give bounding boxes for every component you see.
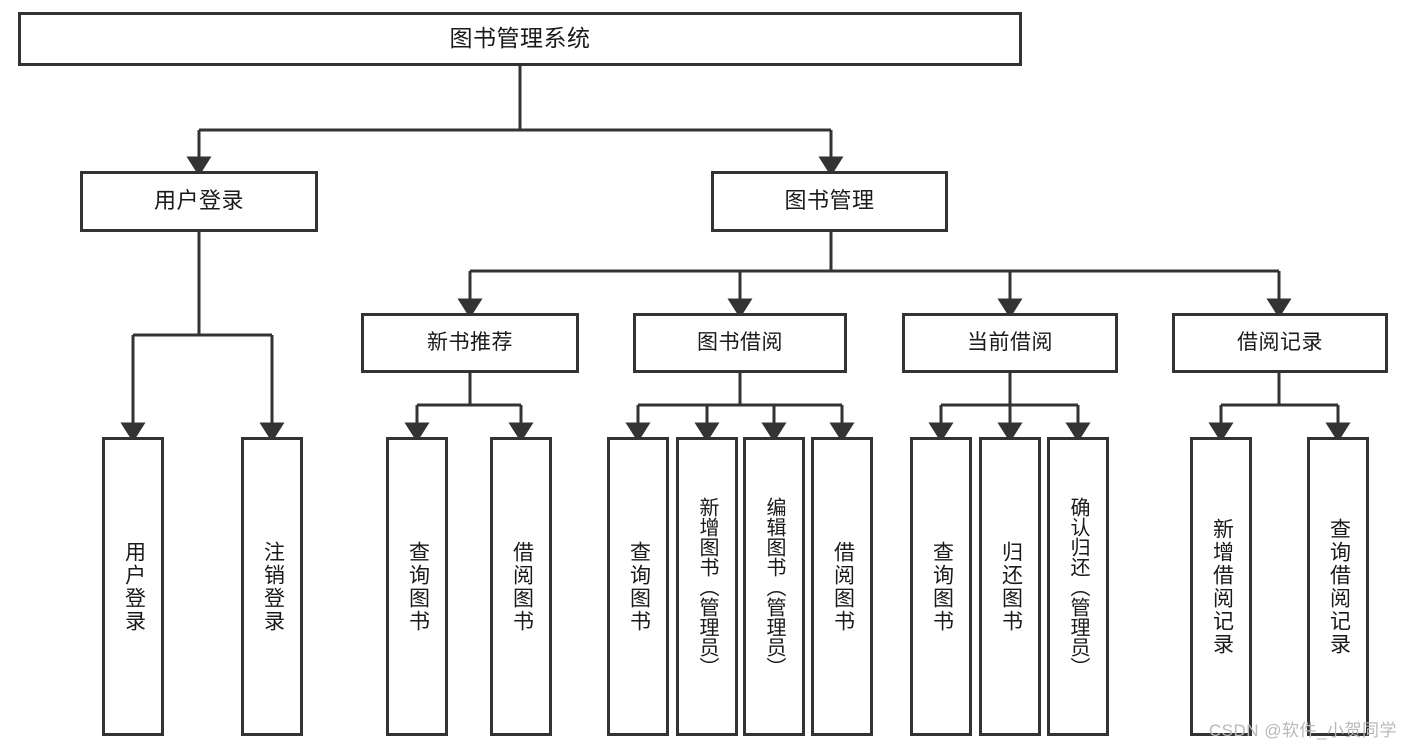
node-leaf-edit-book-label: 编辑图书（管理员） (763, 496, 785, 677)
node-book-borrow[interactable]: 图书借阅 (633, 313, 847, 373)
node-leaf-query-book-2[interactable]: 查询图书 (607, 437, 669, 736)
node-current-borrow[interactable]: 当前借阅 (902, 313, 1118, 373)
node-leaf-return-book[interactable]: 归还图书 (979, 437, 1041, 736)
node-root-label: 图书管理系统 (449, 25, 591, 52)
node-leaf-borrow-book-1[interactable]: 借阅图书 (490, 437, 552, 736)
node-new-book-recommend[interactable]: 新书推荐 (361, 313, 579, 373)
node-leaf-add-book[interactable]: 新增图书（管理员） (676, 437, 738, 736)
node-leaf-add-book-label: 新增图书（管理员） (696, 496, 718, 677)
node-leaf-user-login[interactable]: 用户登录 (102, 437, 164, 736)
node-leaf-query-record[interactable]: 查询借阅记录 (1307, 437, 1369, 736)
node-leaf-add-record-label: 新增借阅记录 (1210, 517, 1234, 656)
node-leaf-borrow-book-2-label: 借阅图书 (831, 540, 855, 633)
node-leaf-confirm-return[interactable]: 确认归还（管理员） (1047, 437, 1109, 736)
node-leaf-user-login-label: 用户登录 (122, 540, 146, 633)
node-leaf-query-record-label: 查询借阅记录 (1327, 517, 1351, 656)
node-leaf-query-book-3[interactable]: 查询图书 (910, 437, 972, 736)
node-book-borrow-label: 图书借阅 (697, 331, 783, 355)
node-borrow-record[interactable]: 借阅记录 (1172, 313, 1388, 373)
node-user-login[interactable]: 用户登录 (80, 171, 318, 232)
node-leaf-borrow-book-1-label: 借阅图书 (510, 540, 534, 633)
node-leaf-return-book-label: 归还图书 (999, 540, 1023, 633)
node-leaf-query-book-1-label: 查询图书 (406, 540, 430, 633)
node-leaf-logout[interactable]: 注销登录 (241, 437, 303, 736)
node-user-login-label: 用户登录 (153, 188, 244, 214)
node-root[interactable]: 图书管理系统 (18, 12, 1022, 66)
node-book-manage[interactable]: 图书管理 (711, 171, 948, 232)
node-leaf-edit-book[interactable]: 编辑图书（管理员） (743, 437, 805, 736)
node-leaf-query-book-3-label: 查询图书 (930, 540, 954, 633)
node-new-book-recommend-label: 新书推荐 (427, 331, 513, 355)
node-leaf-query-book-2-label: 查询图书 (627, 540, 651, 633)
node-leaf-add-record[interactable]: 新增借阅记录 (1190, 437, 1252, 736)
node-leaf-query-book-1[interactable]: 查询图书 (386, 437, 448, 736)
node-borrow-record-label: 借阅记录 (1237, 331, 1323, 355)
node-current-borrow-label: 当前借阅 (967, 331, 1053, 355)
node-leaf-confirm-return-label: 确认归还（管理员） (1067, 496, 1089, 677)
node-leaf-borrow-book-2[interactable]: 借阅图书 (811, 437, 873, 736)
node-leaf-logout-label: 注销登录 (261, 540, 285, 633)
node-book-manage-label: 图书管理 (784, 188, 875, 214)
csdn-watermark: CSDN @软件_小贺同学 (1208, 721, 1397, 740)
